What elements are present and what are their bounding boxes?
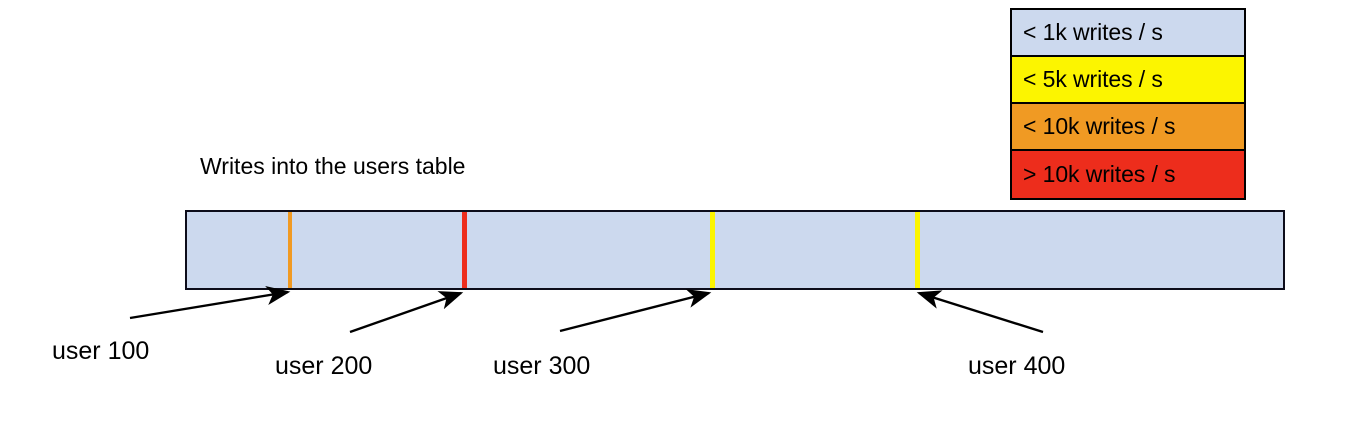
callout-label-user-200: user 200: [275, 352, 373, 380]
callout-arrow-user-300: [559, 289, 712, 333]
legend-item-label: > 10k writes / s: [1023, 161, 1176, 187]
legend-item-gt-10k: > 10k writes / s: [1012, 151, 1244, 198]
legend-item-lt-10k: < 10k writes / s: [1012, 104, 1244, 151]
users-table-bar: [185, 210, 1285, 290]
callout-label-user-400: user 400: [968, 352, 1066, 380]
callout-label-user-100: user 100: [52, 337, 150, 365]
callout-label-user-300: user 300: [493, 352, 591, 380]
bar-marker-user-400: [915, 212, 920, 288]
legend-item-label: < 1k writes / s: [1023, 19, 1163, 45]
legend-item-lt-5k: < 5k writes / s: [1012, 57, 1244, 104]
chart-title: Writes into the users table: [200, 153, 466, 179]
legend: < 1k writes / s < 5k writes / s < 10k wr…: [1010, 8, 1246, 200]
callout-arrow-user-200: [349, 291, 464, 334]
legend-item-label: < 10k writes / s: [1023, 113, 1176, 139]
legend-item-lt-1k: < 1k writes / s: [1012, 10, 1244, 57]
bar-marker-user-200: [462, 212, 467, 288]
bar-marker-user-300: [710, 212, 715, 288]
legend-item-label: < 5k writes / s: [1023, 66, 1163, 92]
callout-arrow-user-100: [129, 286, 291, 320]
bar-marker-user-100: [288, 212, 292, 288]
callout-arrow-user-400: [916, 290, 1044, 334]
